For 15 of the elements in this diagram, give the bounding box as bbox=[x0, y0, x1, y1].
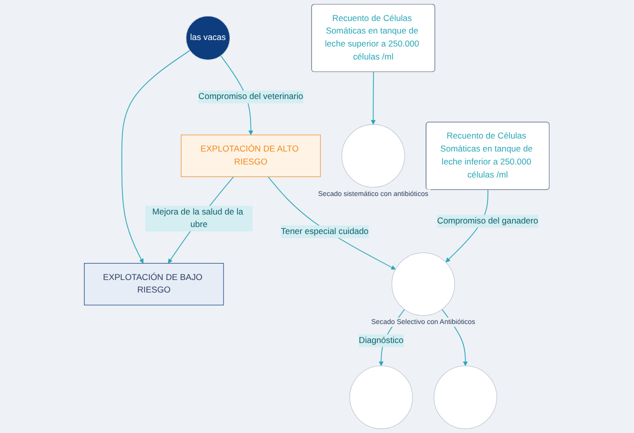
node-circle: las vacas bbox=[186, 16, 230, 60]
edge-label: Tener especial cuidado bbox=[281, 226, 369, 236]
edge-label: Diagnóstico bbox=[359, 336, 404, 346]
node-circle bbox=[434, 366, 498, 429]
arrow bbox=[268, 176, 396, 270]
node-box: EXPLOTACIÓN DE ALTO RIESGO bbox=[181, 134, 321, 177]
edge-label: Mejora de la salud de la ubre bbox=[152, 207, 244, 230]
node-circle bbox=[392, 252, 456, 316]
edge-label: Compromiso del ganadero bbox=[437, 216, 538, 226]
arrow bbox=[122, 50, 191, 264]
node-circle bbox=[350, 366, 414, 429]
edge-label: Compromiso del veterinario bbox=[198, 92, 304, 102]
arrow bbox=[371, 72, 376, 125]
node-circle bbox=[342, 124, 406, 188]
node-box: EXPLOTACIÓN DE BAJO RIESGO bbox=[84, 263, 224, 306]
